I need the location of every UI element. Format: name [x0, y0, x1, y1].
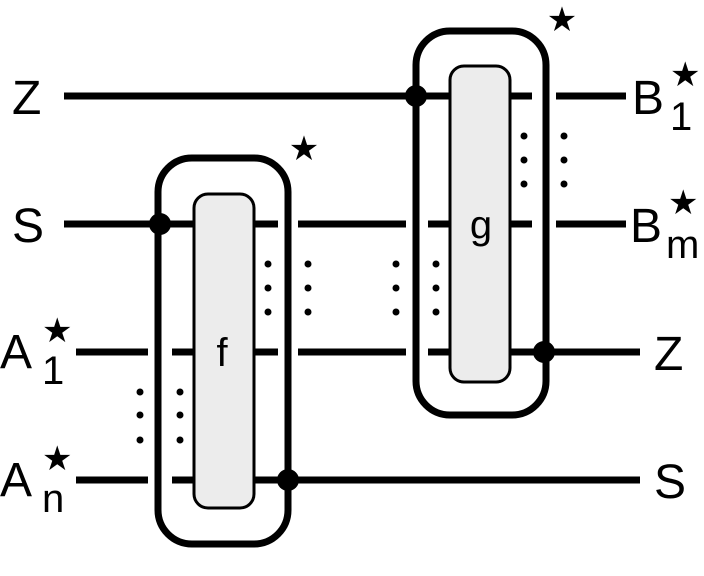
box-g-label: g	[470, 203, 492, 247]
output-label-s: S	[654, 456, 686, 509]
output-label-b1: B	[632, 72, 664, 125]
input-label-an: A	[0, 454, 32, 507]
input-label-a1-sub: 1	[42, 349, 64, 393]
dot-s-f-out	[277, 469, 299, 491]
output-label-bm-star: ★	[668, 183, 698, 223]
box-g-outer	[412, 27, 550, 419]
box-f-star: ★	[289, 129, 319, 169]
ellipsis-g-right	[520, 132, 568, 188]
input-label-an-sub: n	[42, 477, 64, 521]
box-f-label: f	[216, 331, 228, 375]
output-label-b1-star: ★	[670, 55, 700, 95]
ellipsis-f-left	[136, 388, 184, 444]
dot-z-g	[405, 85, 427, 107]
ellipsis-g-left	[392, 260, 440, 316]
output-label-b1-sub: 1	[670, 95, 692, 139]
dot-z-g-out	[533, 341, 555, 363]
input-label-s: S	[12, 200, 44, 253]
box-g	[448, 64, 512, 384]
output-label-bm-sub: m	[666, 223, 699, 267]
input-label-a1: A	[0, 326, 32, 379]
box-f-outer	[154, 154, 292, 548]
input-label-z: Z	[12, 72, 41, 125]
output-label-bm: B	[630, 200, 662, 253]
input-label-a1-star: ★	[42, 311, 72, 351]
output-label-z: Z	[654, 328, 683, 381]
dot-s-f	[149, 213, 171, 235]
box-f	[192, 192, 256, 510]
box-g-star: ★	[547, 0, 577, 40]
input-label-an-star: ★	[42, 439, 72, 479]
ellipsis-f-right	[264, 260, 312, 316]
